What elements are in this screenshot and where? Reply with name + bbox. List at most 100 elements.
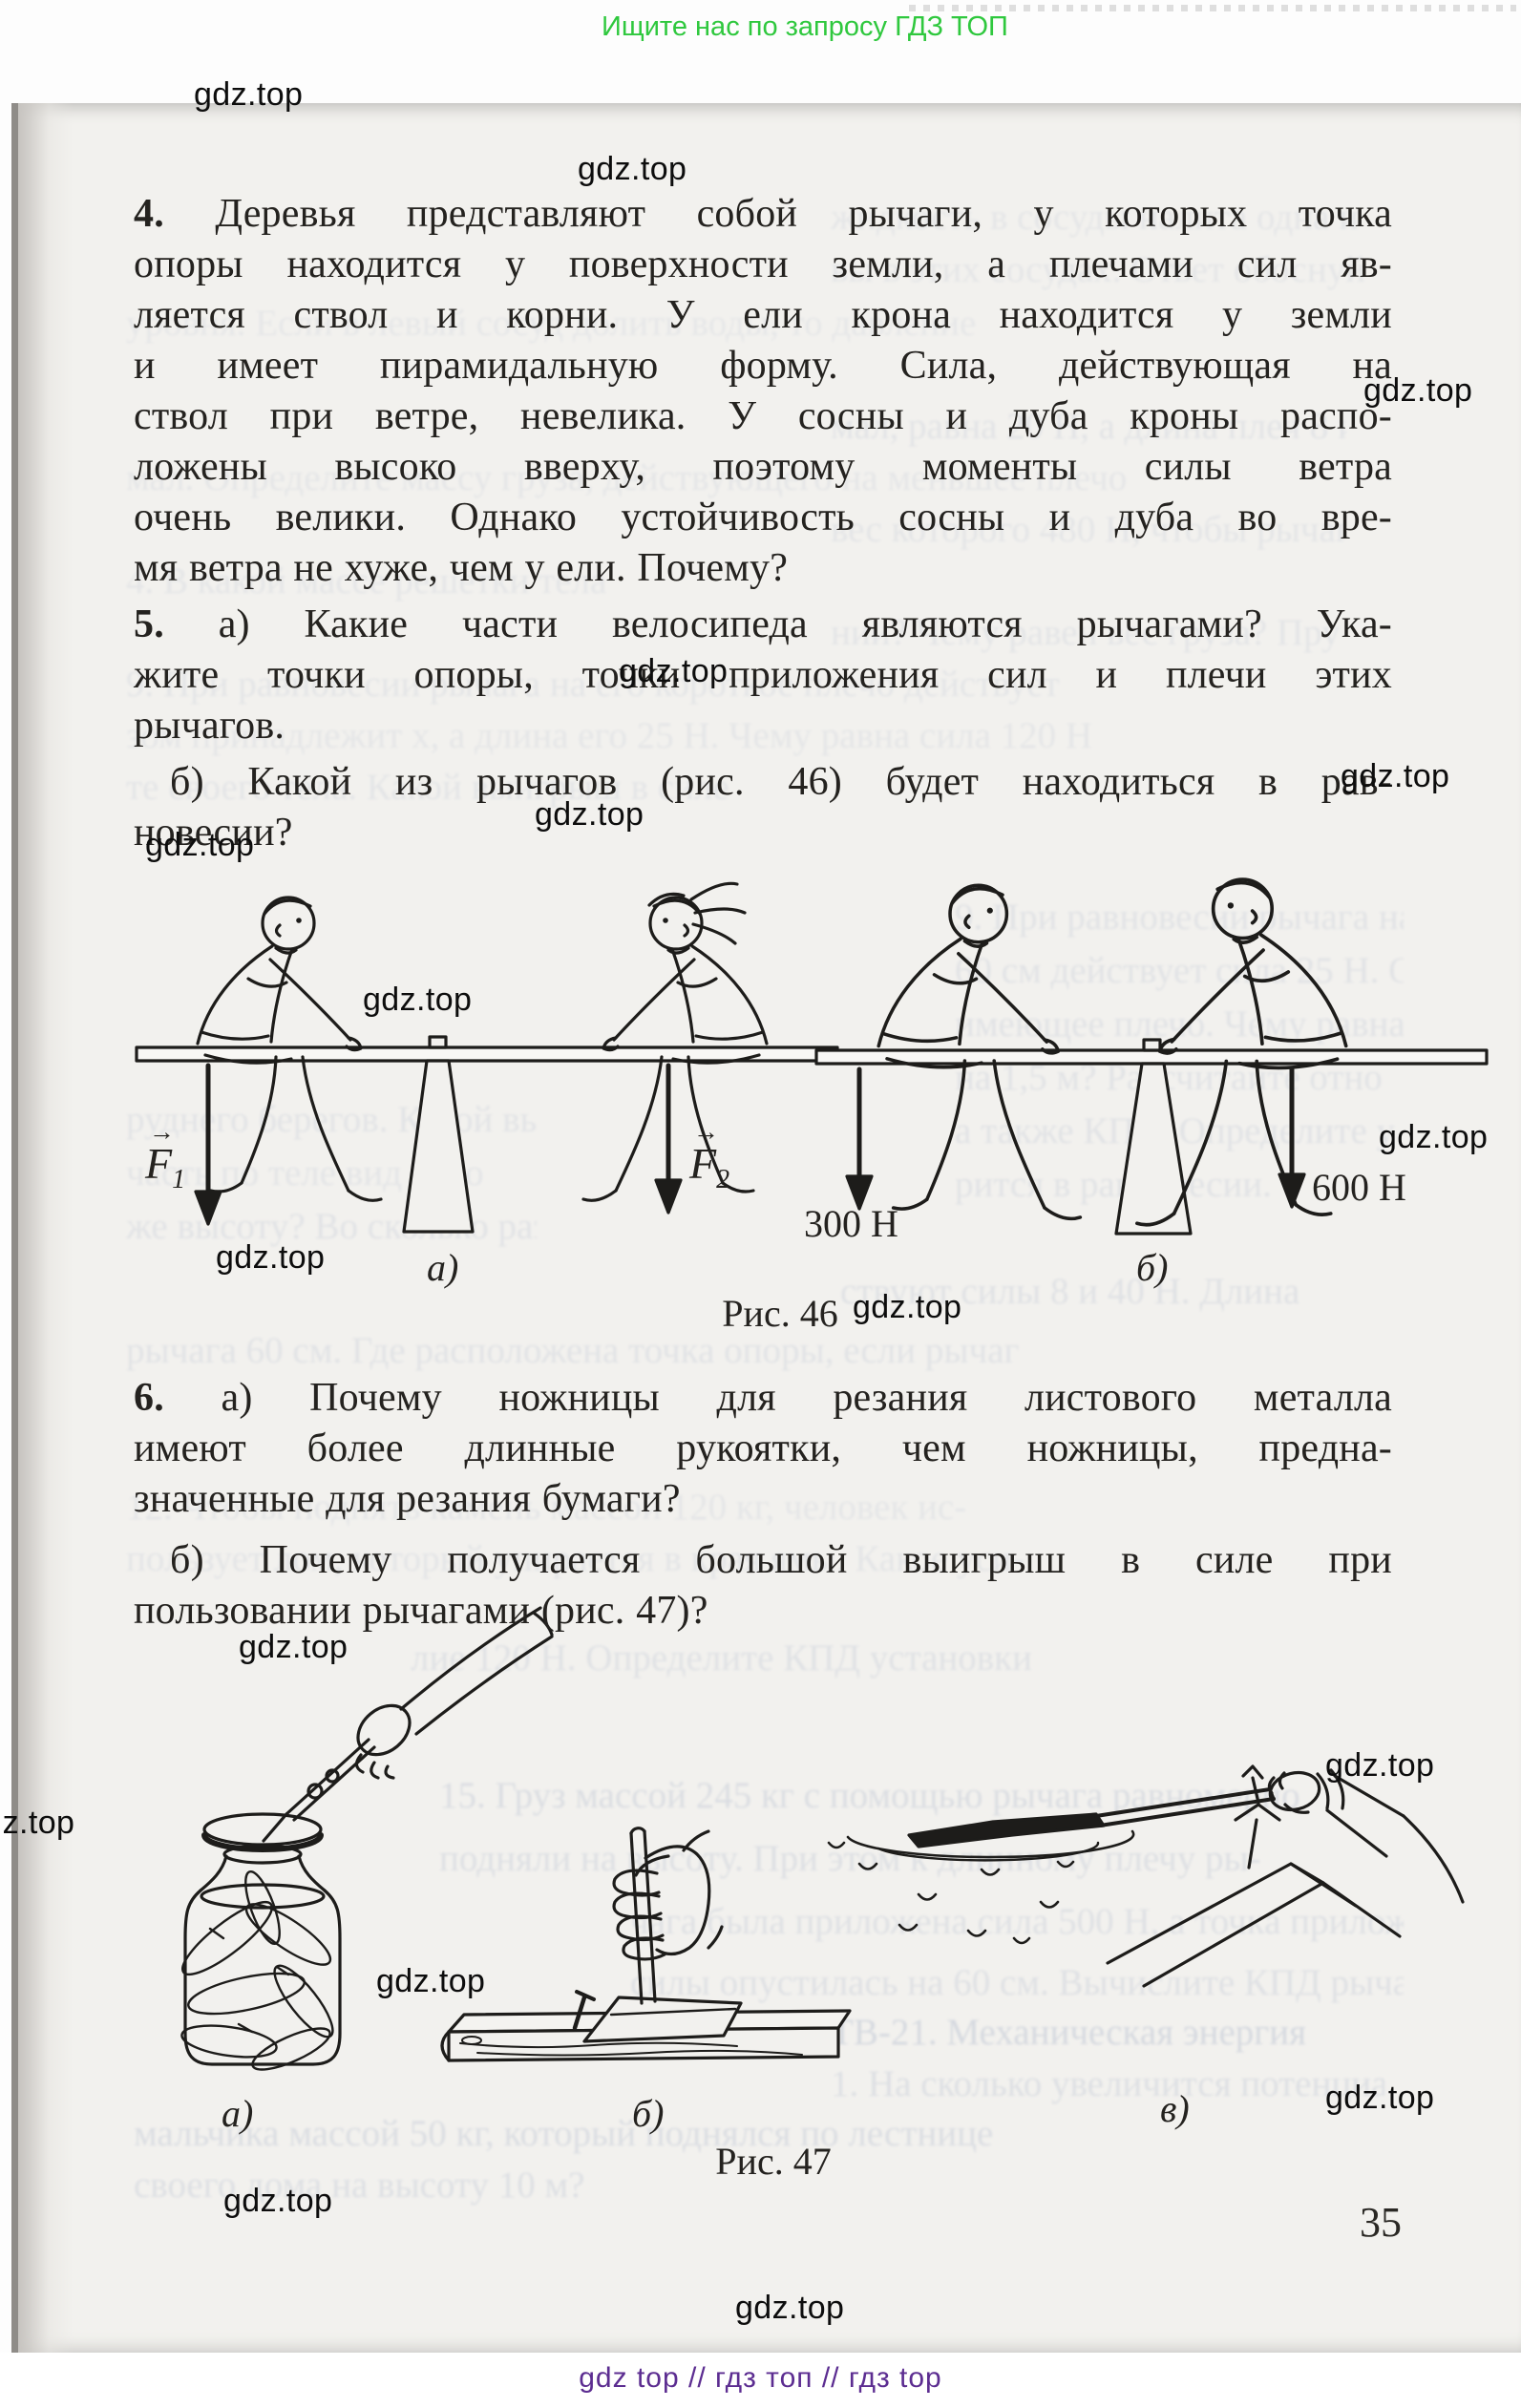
text-line-7: мя ветра не хуже, чем у ели. Почему? [134, 546, 789, 590]
watermark-gdz-top-8: gdz.top [1379, 1119, 1489, 1155]
force-300-arrowhead [845, 1174, 874, 1211]
vector-arrow-icon: → [693, 1117, 719, 1146]
bleedthrough-line-12: 60 см действует сила 25 Н. Опре [955, 950, 1404, 991]
force-f2-arrowhead [654, 1178, 683, 1215]
force-f2-label: →F2 [689, 1117, 730, 1195]
text-line-13: 6. а) Почему ножницы для резания листово… [134, 1376, 1392, 1420]
fig47-label-v: в) [1160, 2087, 1190, 2130]
watermark-gdz-top-5: gdz.top [145, 827, 255, 863]
opener-hand [262, 1606, 554, 1843]
page-left-margin [0, 103, 11, 2353]
vector-arrow-icon: → [149, 1117, 175, 1146]
scan-noise [909, 5, 1516, 11]
text-line-9: жите точки опоры, точки приложения сил и… [134, 653, 1392, 697]
bleedthrough-line-10: те своего тела. Какой выигрыш в силе [126, 767, 729, 808]
bleedthrough-line-6: 4. В какой массе решетки тела [126, 560, 607, 602]
bleedthrough-line-24: лие 120 Н. Определите КПД установки [411, 1637, 1033, 1679]
fig47-label-a: а) [222, 2092, 254, 2135]
bleedthrough-line-22: 12. Чтобы поднять камень массой 120 кг, … [126, 1487, 967, 1528]
text-line-10: рычагов. [134, 704, 285, 748]
bleedthrough-line-32: своего дома на высоту 10 м? [134, 2165, 585, 2206]
text-line-3: и имеет пирамидальную форму. Сила, дейст… [134, 344, 1392, 388]
watermark-gdz-top-2: gdz.top [1363, 372, 1473, 409]
watermark-gdz-top-12: gdz.top [1325, 1747, 1435, 1784]
figure-46-drawing [135, 877, 1489, 1236]
book-spine-line [11, 103, 18, 2353]
text-line-6: очень велики. Однако устойчивость сосны … [134, 496, 1392, 539]
oar-in-water [827, 1764, 1465, 1988]
bleedthrough-line-1: вы в этих сосудах. Ответ обоснуйте. [831, 249, 1365, 290]
bleedthrough-line-25: 15. Груз массой 245 кг с помощью рычага … [439, 1775, 1300, 1816]
footer-site-line: gdz top // гдз топ // гдз top [579, 2362, 942, 2394]
watermark-gdz-top-0: gdz.top [194, 76, 304, 113]
text-line-14: имеют более длинные рукоятки, чем ножниц… [134, 1426, 1392, 1470]
text-line-17: пользовании рычагами (рис. 47)? [134, 1589, 708, 1633]
fig47-caption: Рис. 47 [715, 2140, 832, 2183]
bleedthrough-line-27: чага была приложена сила 500 Н, а точка … [630, 1901, 1404, 1942]
force-600-label: 600 Н [1312, 1166, 1406, 1209]
fig47-label-b: б) [632, 2092, 665, 2135]
fig46-caption: Рис. 46 [722, 1292, 838, 1335]
text-line-8: 5. а) Какие части велосипеда являются ры… [134, 602, 1392, 646]
scan-top-margin: Ищите нас по запросу ГДЗ ТОП [0, 0, 1521, 103]
force-600-arrowhead [1278, 1172, 1306, 1209]
text-line-11: б) Какой из рычагов (рис. 46) будет нахо… [170, 760, 1392, 804]
bleedthrough-line-26: подняли на высоту. При этом к длинному п… [439, 1838, 1261, 1879]
seesaw-b-fulcrum [1114, 1062, 1193, 1236]
bleedthrough-line-31: мальчика массой 50 кг, который поднялся … [134, 2113, 994, 2154]
watermark-gdz-top-10: gdz.top [853, 1289, 962, 1325]
promo-header: Ищите нас по запросу ГДЗ ТОП [602, 11, 1008, 42]
watermark-gdz-top-1: gdz.top [578, 151, 687, 187]
figure-47-drawing [180, 1606, 1465, 2071]
force-f1-label: →F1 [145, 1117, 186, 1195]
spine-shadow [18, 103, 74, 2353]
watermark-gdz-top-15: gdz.top [1325, 2080, 1435, 2116]
bleedthrough-line-28: силы опустилась на 60 см. Вычислите КПД … [630, 1962, 1404, 2003]
watermark-gdz-top-17: gdz.top [735, 2290, 845, 2326]
text-line-12: новесии? [134, 811, 293, 855]
watermark-gdz-top-13: gdz.top [0, 1805, 75, 1841]
bleedthrough-line-3: мал, равна 20 Н, а длина плеч 8 и 10 см [831, 406, 1346, 447]
bleedthrough-line-23: пользует лом, который упирается в края я… [126, 1538, 1025, 1579]
page-number: 35 [1360, 2199, 1402, 2246]
seesaw-a-plank [135, 1046, 839, 1063]
bleedthrough-line-9: зом принадлежит х, а длина его 25 Н. Чем… [126, 715, 1093, 756]
watermark-gdz-top-16: gdz.top [223, 2183, 333, 2219]
bleedthrough-line-17: руднего берегов. Какой вы [126, 1099, 537, 1140]
bleedthrough-line-30: 1. На сколько увеличится потенциальная [831, 2063, 1384, 2104]
seesaw-b-peg [1142, 1038, 1162, 1052]
bleedthrough-line-2: уровня. Если в левый сосуд долить воды, … [126, 303, 977, 344]
watermark-gdz-top-11: gdz.top [239, 1629, 349, 1665]
watermark-gdz-top-6: gdz.top [535, 796, 644, 833]
watermark-gdz-top-14: gdz.top [376, 1963, 486, 1999]
watermark-gdz-top-4: gdz.top [1341, 758, 1450, 794]
water-ripples [827, 1841, 1075, 1945]
bleedthrough-line-21: рычага 60 см. Где расположена точка опор… [126, 1330, 1020, 1371]
fig46-label-a: а) [427, 1246, 459, 1289]
bleedthrough-line-7: нии? Чему равен вес груза? Пру [831, 612, 1341, 653]
bleedthrough-line-4: мал. Определите массу груза, действующег… [126, 457, 1128, 498]
force-300-label: 300 Н [804, 1202, 898, 1245]
bleedthrough-line-29: ТВ-21. Механическая энергия [831, 2012, 1307, 2053]
watermark-gdz-top-3: gdz.top [619, 653, 729, 689]
girl-pigtails [647, 881, 747, 945]
bleedthrough-line-5: вес которого 480 Н, чтобы рычаг [831, 509, 1346, 550]
bleedthrough-line-11: 9. При равновесии рычага на ег [955, 897, 1404, 938]
force-f1-arrowhead [194, 1190, 222, 1226]
text-line-2: ляется ствол и корни. У ели крона находи… [134, 293, 1392, 337]
nail-puller [440, 1827, 852, 2062]
seesaw-a-fulcrum [402, 1059, 475, 1234]
fig46-label-b: б) [1136, 1246, 1169, 1289]
bleedthrough-line-16: рится в равновесии. [955, 1164, 1272, 1205]
text-line-15: значенные для резания бумаги? [134, 1477, 681, 1521]
text-line-1: опоры находится у поверхности земли, а п… [134, 243, 1392, 286]
jar-with-cucumbers [180, 1812, 342, 2071]
bleedthrough-line-8: 9. При равновесии рычага на его короткое… [126, 664, 1060, 705]
seesaw-b-plank [814, 1048, 1489, 1066]
bleedthrough-line-20: ствуют силы 8 и 40 Н. Длина [840, 1271, 1300, 1312]
seesaw-a-peg [428, 1035, 448, 1049]
text-line-16: б) Почему получается большой выигрыш в с… [170, 1538, 1392, 1582]
text-line-4: ствол при ветре, невелика. У сосны и дуб… [134, 394, 1392, 438]
watermark-gdz-top-9: gdz.top [216, 1239, 326, 1276]
